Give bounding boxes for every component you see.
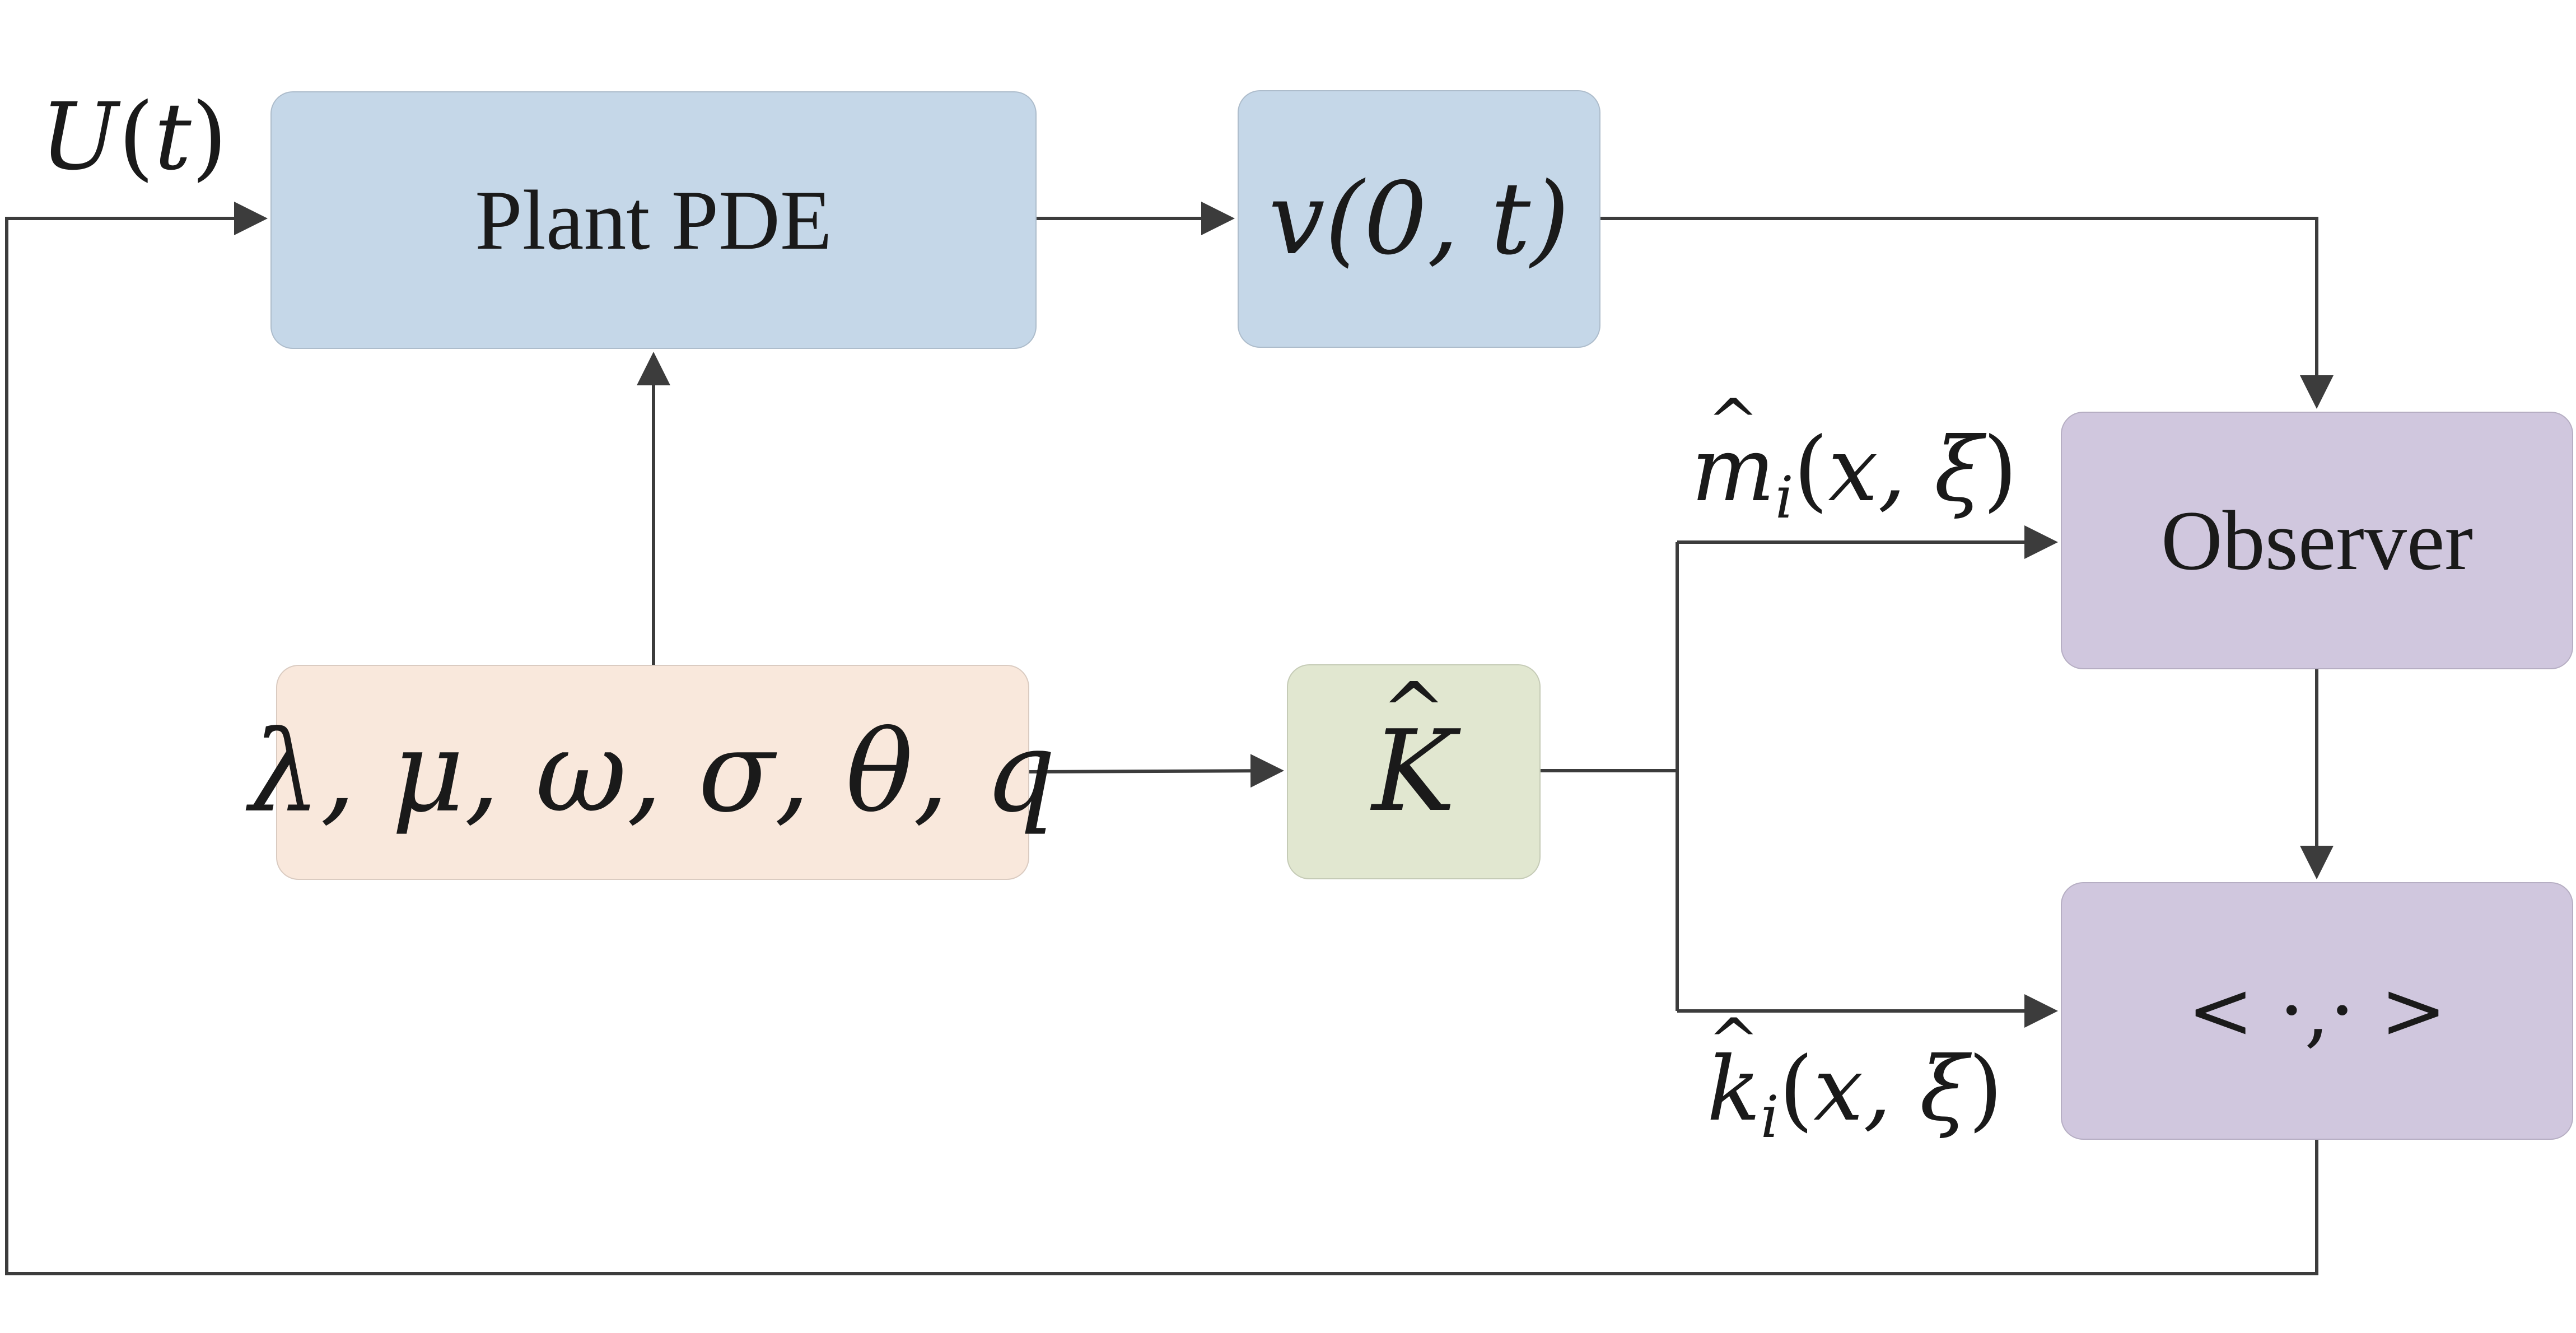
inner-product-block: < ·,· > — [2061, 882, 2573, 1140]
observer-gain-symbol: m — [1691, 426, 1775, 514]
observer-gain-label: mi(x, ξ) — [1691, 426, 2018, 528]
observer-label: Observer — [2160, 493, 2474, 588]
observer-gain-subscript: i — [1775, 464, 1794, 532]
control-input-argument: t — [154, 83, 192, 190]
boundary-output-label: v(0, t) — [1268, 161, 1570, 277]
controller-gain-subscript: i — [1760, 1084, 1779, 1151]
parameters-to-kernel-arrow — [1029, 754, 1284, 788]
output-to-observer-arrow — [1600, 217, 2334, 409]
boundary-output-block: v(0, t) — [1238, 90, 1600, 348]
control-input-label: U(t) — [40, 83, 228, 190]
parameters-block: λ, μ, ω, σ, θ, q — [249, 665, 1056, 880]
kernel-operator-label: K — [1372, 716, 1455, 828]
parameters-label: λ, μ, ω, σ, θ, q — [249, 707, 1056, 837]
observer-gain-arguments: x, ξ — [1828, 418, 1983, 521]
controller-gain-arguments: x, ξ — [1813, 1038, 1968, 1141]
inner-product-label: < ·,· > — [2187, 964, 2447, 1057]
plant-pde-block: Plant PDE — [270, 91, 1037, 349]
feedback-arrow — [5, 202, 2318, 1275]
controller-gain-label: ki(x, ξ) — [1707, 1045, 2003, 1147]
plant-pde-label: Plant PDE — [475, 173, 832, 267]
controller-gain-symbol: k — [1707, 1045, 1761, 1134]
observer-block: Observer — [2061, 412, 2573, 669]
neural-operator-kernel-block: K — [1287, 664, 1541, 879]
control-input-symbol: U — [40, 83, 119, 190]
